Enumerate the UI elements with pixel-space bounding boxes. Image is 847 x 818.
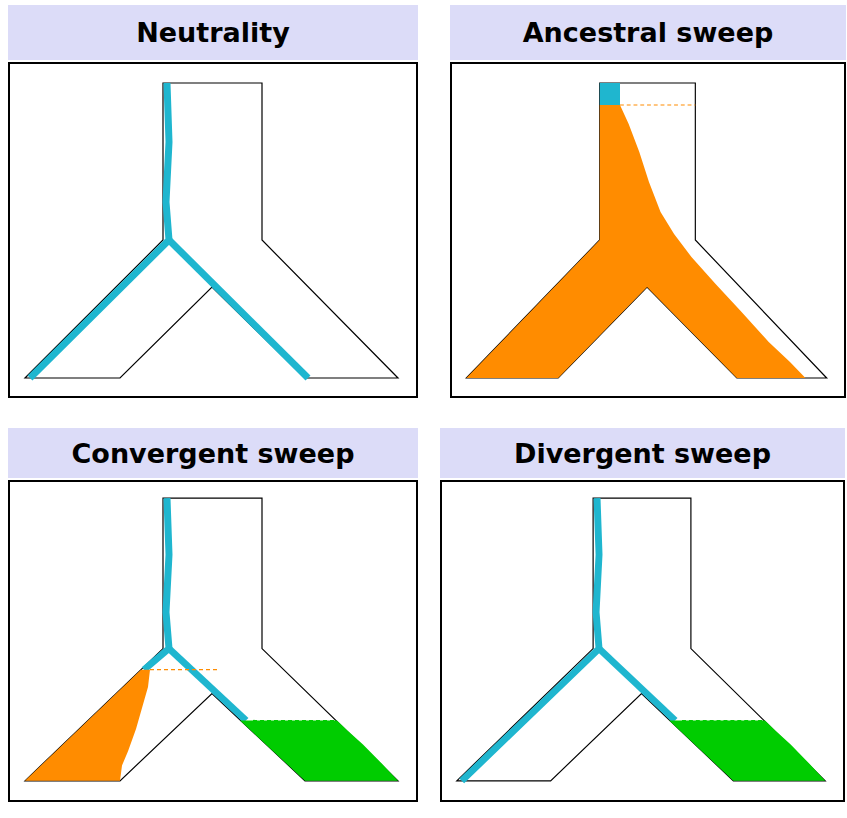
panel-frame — [8, 480, 418, 802]
panel-title: Divergent sweep — [514, 438, 771, 469]
panel-title: Convergent sweep — [72, 438, 355, 469]
sweep-panel: Neutrality — [8, 5, 418, 398]
panel-frame — [440, 480, 845, 802]
tree-illustration — [440, 478, 845, 800]
panel-frame — [450, 62, 846, 398]
tree-illustration — [8, 62, 418, 398]
panel-title: Ancestral sweep — [523, 17, 774, 48]
sweep-panel: Ancestral sweep — [450, 5, 846, 398]
header-band: Neutrality — [8, 5, 418, 60]
tree-illustration — [8, 478, 418, 800]
tree-illustration — [450, 62, 846, 398]
sweep-panel: Convergent sweep — [8, 428, 418, 802]
sweep-panel: Divergent sweep — [440, 428, 845, 802]
header-band: Divergent sweep — [440, 428, 845, 478]
header-band: Ancestral sweep — [450, 5, 846, 60]
header-band: Convergent sweep — [8, 428, 418, 478]
panel-frame — [8, 62, 418, 398]
panel-title: Neutrality — [136, 17, 290, 48]
